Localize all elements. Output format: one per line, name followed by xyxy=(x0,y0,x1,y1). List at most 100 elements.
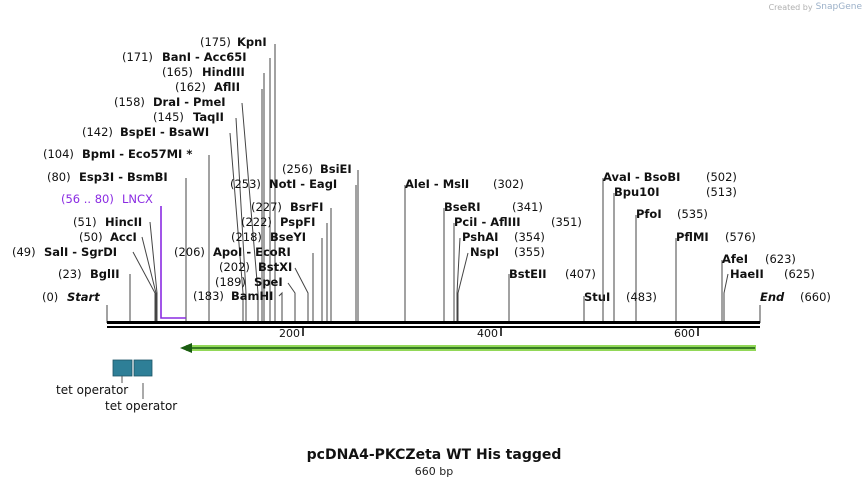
site-start-position: (0) xyxy=(42,290,58,304)
site-bani-position: (171) xyxy=(122,50,153,64)
site-alei-name: AleI - MslI xyxy=(405,177,469,191)
site-bglii-position: (23) xyxy=(58,267,82,281)
backbone-top-strand xyxy=(107,321,760,324)
site-spei-position: (189) xyxy=(215,275,246,289)
site-pspfi-name: PspFI xyxy=(280,215,315,229)
site-taqii-position: (145) xyxy=(153,110,184,124)
site-pshai-stem xyxy=(456,237,461,321)
map-title: pcDNA4-PKCZeta WT His tagged xyxy=(306,447,562,463)
site-bpu10i-position: (513) xyxy=(706,185,737,199)
site-bseyi-position: (218) xyxy=(231,230,262,244)
site-bpmi-position: (104) xyxy=(43,147,74,161)
site-pflmi-name: PflMI xyxy=(676,230,709,244)
site-pflmi-position: (576) xyxy=(725,230,756,244)
site-bpu10i-name: Bpu10I xyxy=(614,185,659,199)
site-bamhi-position: (183) xyxy=(193,289,224,303)
site-end-name: End xyxy=(760,290,785,304)
site-nspi-position: (355) xyxy=(514,245,545,259)
site-bsteii-name: BstEII xyxy=(509,267,547,281)
site-taqii-name: TaqII xyxy=(193,110,224,124)
site-stui-position: (483) xyxy=(626,290,657,304)
feature-arrow-head xyxy=(180,343,192,353)
site-acci-name: AccI xyxy=(110,230,137,244)
site-bseri-position: (341) xyxy=(512,200,543,214)
site-bsiei-name: BsiEI xyxy=(320,162,352,176)
site-taqii-stem xyxy=(235,117,247,321)
site-sali-name: SalI - SgrDI xyxy=(44,245,117,259)
site-pfoi-name: PfoI xyxy=(636,207,662,221)
site-bsrfi-position: (227) xyxy=(251,200,282,214)
site-pfoi-position: (535) xyxy=(677,207,708,221)
site-afei-position: (623) xyxy=(765,252,796,266)
site-bamhi-stem xyxy=(278,291,283,321)
site-start-name: Start xyxy=(67,290,100,304)
site-hincii-stem xyxy=(149,221,158,321)
site-alei-position: (302) xyxy=(493,177,524,191)
lncx-label: LNCX xyxy=(122,192,153,206)
site-spei-name: SpeI xyxy=(254,275,283,289)
credit-prefix: Created by xyxy=(768,2,813,12)
site-nspi-stem xyxy=(457,252,469,321)
site-noti-name: NotI - EagI xyxy=(269,177,337,191)
site-avai-position: (502) xyxy=(706,170,737,184)
site-drai-name: DraI - PmeI xyxy=(153,95,226,109)
ruler-label-400: 400 xyxy=(477,327,498,340)
site-hindiii-name: HindIII xyxy=(202,65,245,79)
site-stui-name: StuI xyxy=(584,290,610,304)
site-bspei-name: BspEI - BsaWI xyxy=(120,125,209,139)
site-pshai-position: (354) xyxy=(514,230,545,244)
site-bsteii-position: (407) xyxy=(565,267,596,281)
site-aflii-name: AflII xyxy=(214,80,240,94)
site-pcii-position: (351) xyxy=(551,215,582,229)
site-pshai-name: PshAI xyxy=(462,230,498,244)
site-acci-stem xyxy=(141,236,157,321)
site-bamhi-name: BamHI xyxy=(231,289,273,303)
site-sali-position: (49) xyxy=(12,245,36,259)
site-pcii-name: PciI - AflIII xyxy=(454,215,521,229)
site-bsiei-position: (256) xyxy=(282,162,313,176)
site-bspei-position: (142) xyxy=(82,125,113,139)
site-nspi-name: NspI xyxy=(470,245,499,259)
site-bseri-name: BseRI xyxy=(444,200,481,214)
site-bglii-name: BglII xyxy=(90,267,120,281)
lncx-range: (56 .. 80) xyxy=(61,192,114,206)
lncx-feature-bracket xyxy=(160,206,186,319)
site-bpmi-name: BpmI - Eco57MI * xyxy=(82,147,192,161)
site-bani-name: BanI - Acc65I xyxy=(162,50,247,64)
site-bstxi-position: (202) xyxy=(219,260,250,274)
site-kpni-name: KpnI xyxy=(237,35,267,49)
site-afei-name: AfeI xyxy=(722,252,748,266)
site-bstxi-name: BstXI xyxy=(258,260,292,274)
site-hincii-name: HincII xyxy=(105,215,142,229)
site-acci-position: (50) xyxy=(79,230,103,244)
site-sali-stem xyxy=(132,251,156,321)
site-bspei-stem xyxy=(229,132,244,321)
snapgene-credit: Created by SnapGene xyxy=(769,2,862,12)
site-haeii-stem xyxy=(723,273,729,321)
site-hincii-position: (51) xyxy=(73,215,97,229)
site-esp3i-position: (80) xyxy=(47,170,71,184)
tet-operator-box-1 xyxy=(112,359,133,377)
site-bsrfi-name: BsrFI xyxy=(290,200,323,214)
map-length: 660 bp xyxy=(414,465,454,478)
snapgene-brand: SnapGene xyxy=(815,2,862,12)
site-haeii-name: HaeII xyxy=(730,267,764,281)
site-avai-name: AvaI - BsoBI xyxy=(603,170,680,184)
tet-operator-box-2 xyxy=(133,359,153,377)
tet-operator-label-1: tet operator xyxy=(56,383,128,397)
site-drai-position: (158) xyxy=(114,95,145,109)
site-esp3i-name: Esp3I - BsmBI xyxy=(79,170,168,184)
plasmid-map: (175) KpnI (171) BanI - Acc65I(165) HindIII (… xyxy=(12,35,831,413)
site-apoi-position: (206) xyxy=(174,245,205,259)
site-spei-stem xyxy=(287,282,296,321)
site-kpni-position: (175) xyxy=(200,35,231,49)
site-bstxi-stem xyxy=(294,267,309,321)
site-hindiii-position: (165) xyxy=(162,65,193,79)
ruler-label-600: 600 xyxy=(674,327,695,340)
site-drai-stem xyxy=(241,102,259,321)
site-haeii-position: (625) xyxy=(784,267,815,281)
backbone-bottom-strand xyxy=(107,326,760,328)
site-noti-position: (253) xyxy=(230,177,261,191)
site-apoi-name: ApoI - EcoRI xyxy=(213,245,291,259)
tet-operator-label-2: tet operator xyxy=(105,399,177,413)
